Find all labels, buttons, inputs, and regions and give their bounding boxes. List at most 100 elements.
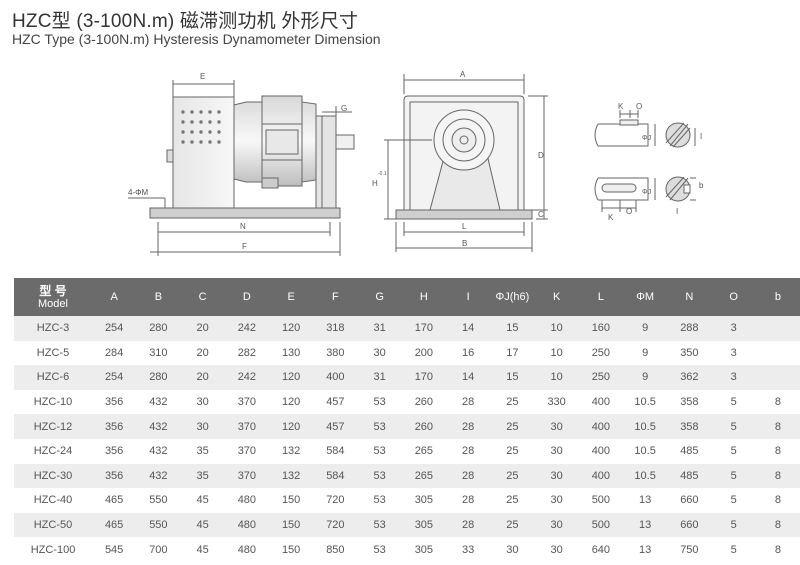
table-cell: 660 bbox=[667, 488, 712, 513]
table-cell-model: HZC-3 bbox=[14, 316, 92, 341]
table-cell: 480 bbox=[224, 488, 269, 513]
table-cell: 545 bbox=[92, 537, 137, 562]
table-cell: 370 bbox=[224, 389, 269, 415]
shaft-detail-single-key-labels: K O ΦJ I bbox=[618, 102, 702, 142]
table-cell: 282 bbox=[224, 340, 269, 366]
table-cell: 25 bbox=[490, 488, 535, 513]
table-cell: 9 bbox=[623, 340, 668, 366]
table-cell: 5 bbox=[711, 537, 756, 562]
svg-text:B: B bbox=[462, 239, 467, 248]
table-cell: 8 bbox=[755, 414, 800, 439]
table-cell: 53 bbox=[357, 414, 402, 439]
table-cell: 31 bbox=[357, 365, 402, 390]
column-header: ΦM bbox=[623, 278, 668, 316]
table-cell: 700 bbox=[136, 537, 181, 562]
table-cell: 432 bbox=[136, 414, 181, 439]
table-cell: 15 bbox=[490, 365, 535, 390]
table-cell: 30 bbox=[357, 340, 402, 366]
table-cell: 170 bbox=[401, 316, 446, 341]
table-cell: 120 bbox=[269, 316, 314, 341]
table-cell: 10.5 bbox=[623, 414, 668, 439]
table-cell: 30 bbox=[534, 488, 579, 513]
table-cell: 170 bbox=[401, 365, 446, 390]
table-cell: 9 bbox=[623, 365, 668, 390]
table-cell: 30 bbox=[534, 512, 579, 538]
table-cell: 310 bbox=[136, 340, 181, 366]
table-cell: 370 bbox=[224, 438, 269, 464]
table-cell: 350 bbox=[667, 340, 712, 366]
table-cell: 150 bbox=[269, 488, 314, 513]
table-cell-model: HZC-10 bbox=[14, 389, 92, 415]
table-cell: 45 bbox=[180, 512, 225, 538]
table-cell: 457 bbox=[313, 389, 358, 415]
table-cell: 20 bbox=[180, 365, 225, 390]
svg-text:H: H bbox=[372, 179, 378, 188]
table-cell: 13 bbox=[623, 512, 668, 538]
table-cell: 20 bbox=[180, 316, 225, 341]
table-cell: 5 bbox=[711, 414, 756, 439]
table-cell: 53 bbox=[357, 389, 402, 415]
column-header: b bbox=[755, 278, 800, 316]
column-header: L bbox=[578, 278, 623, 316]
table-cell: 25 bbox=[490, 463, 535, 489]
table-cell: 305 bbox=[401, 488, 446, 513]
table-cell: 35 bbox=[180, 438, 225, 464]
table-cell: 16 bbox=[446, 340, 491, 366]
table-cell: 370 bbox=[224, 414, 269, 439]
column-header: D bbox=[224, 278, 269, 316]
table-cell: 305 bbox=[401, 512, 446, 538]
table-cell: 750 bbox=[667, 537, 712, 562]
table-cell: 13 bbox=[623, 537, 668, 562]
table-cell: 28 bbox=[446, 389, 491, 415]
table-cell: 30 bbox=[534, 537, 579, 562]
table-cell: 432 bbox=[136, 438, 181, 464]
table-cell: 720 bbox=[313, 488, 358, 513]
table-cell bbox=[755, 365, 800, 390]
table-cell: 400 bbox=[578, 389, 623, 415]
table-cell-model: HZC-40 bbox=[14, 488, 92, 513]
page-title-en: HZC Type (3-100N.m) Hysteresis Dynamomet… bbox=[12, 31, 381, 47]
table-cell bbox=[755, 340, 800, 366]
table-cell: 8 bbox=[755, 463, 800, 489]
table-cell: 15 bbox=[490, 316, 535, 341]
table-cell-model: HZC-50 bbox=[14, 512, 92, 538]
table-cell: 288 bbox=[667, 316, 712, 341]
table-cell: 8 bbox=[755, 537, 800, 562]
table-cell-model: HZC-12 bbox=[14, 414, 92, 439]
table-cell: 465 bbox=[92, 488, 137, 513]
table-cell: 120 bbox=[269, 414, 314, 439]
column-header-model: 型 号 Model bbox=[14, 278, 92, 316]
table-cell: 3 bbox=[711, 316, 756, 341]
table-cell: 5 bbox=[711, 488, 756, 513]
column-header: A bbox=[92, 278, 137, 316]
table-cell: 480 bbox=[224, 537, 269, 562]
table-cell: 660 bbox=[667, 512, 712, 538]
table-cell: 284 bbox=[92, 340, 137, 366]
table-cell: 25 bbox=[490, 389, 535, 415]
table-cell: 150 bbox=[269, 512, 314, 538]
table-cell: 30 bbox=[180, 414, 225, 439]
table-cell: 28 bbox=[446, 463, 491, 489]
table-cell: 17 bbox=[490, 340, 535, 366]
front-view bbox=[384, 74, 548, 252]
column-header: G bbox=[357, 278, 402, 316]
vent-holes bbox=[181, 110, 221, 144]
table-cell: 242 bbox=[224, 316, 269, 341]
svg-text:F: F bbox=[242, 242, 247, 251]
table-cell: 265 bbox=[401, 438, 446, 464]
column-header: N bbox=[667, 278, 712, 316]
table-cell: 9 bbox=[623, 316, 668, 341]
table-cell: 457 bbox=[313, 414, 358, 439]
table-cell: 330 bbox=[534, 389, 579, 415]
table-cell: 25 bbox=[490, 512, 535, 538]
table-cell: 10 bbox=[534, 316, 579, 341]
table-cell: 254 bbox=[92, 316, 137, 341]
table-cell: 250 bbox=[578, 365, 623, 390]
